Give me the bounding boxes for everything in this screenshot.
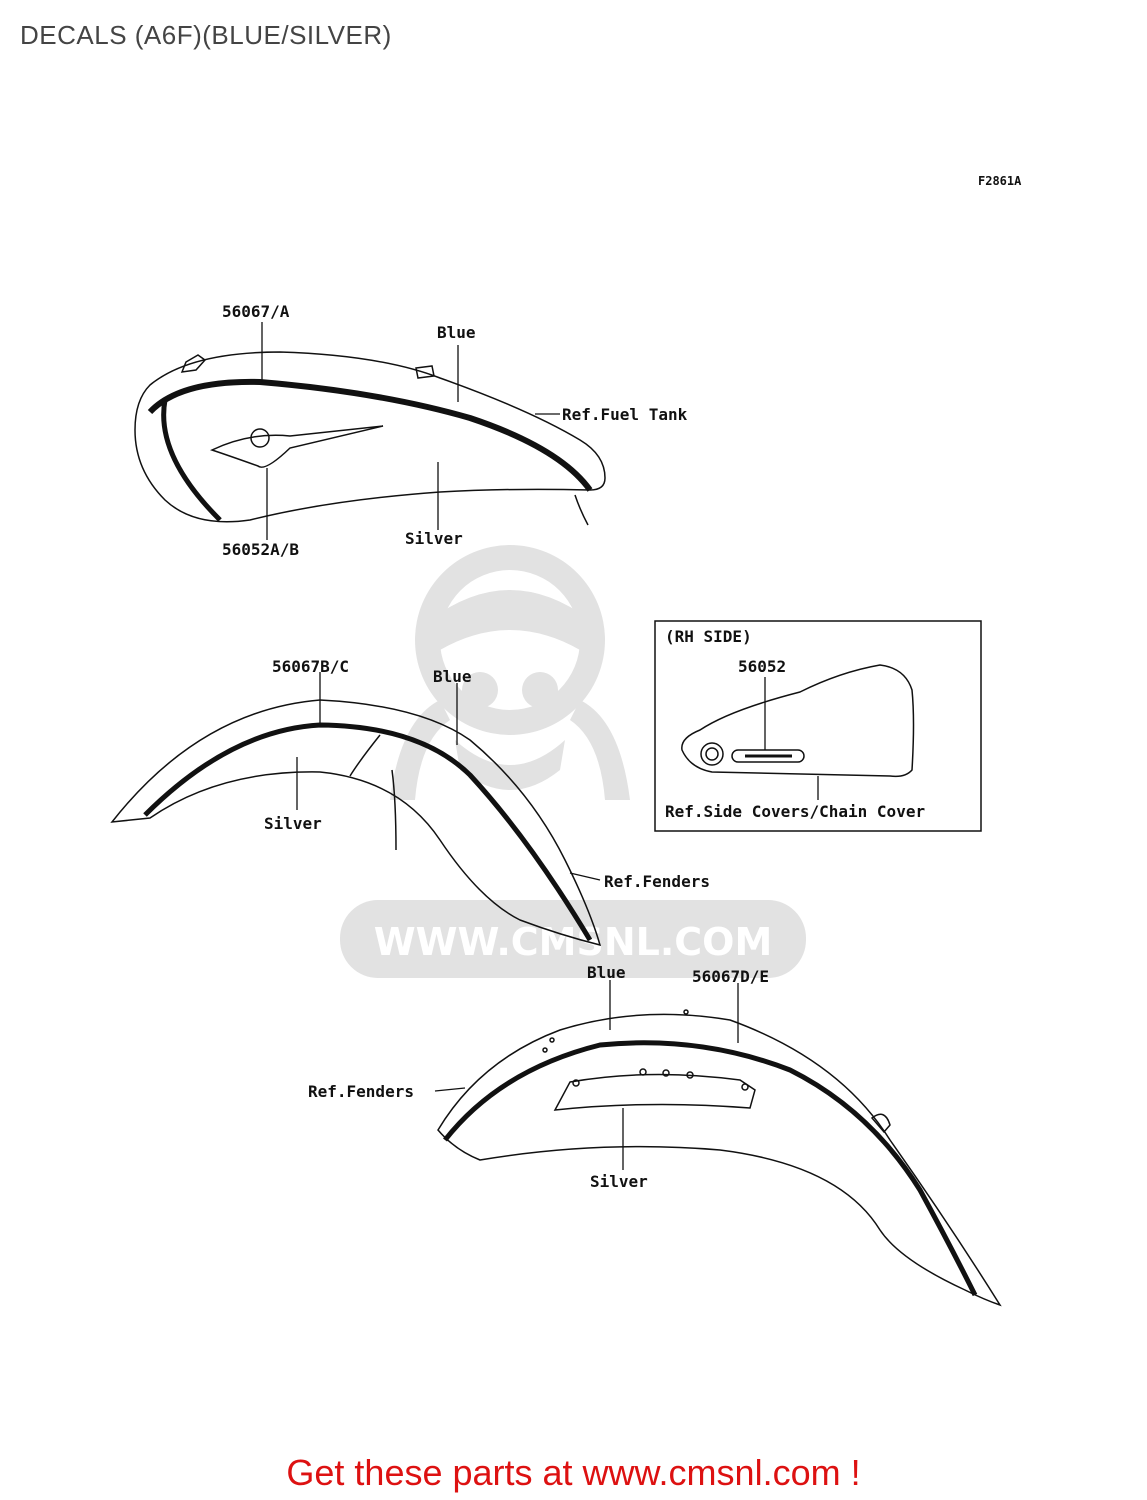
front-fender-blue-label: Blue (433, 667, 472, 686)
rear-fender-illustration (437, 1009, 1002, 1307)
side-cover-ref-label: Ref.Side Covers/Chain Cover (665, 802, 925, 821)
rear-fender-silver-label: Silver (590, 1172, 648, 1191)
side-cover-emblem-part-label[interactable]: 56052 (738, 657, 786, 676)
rear-fender-ref-label: Ref.Fenders (308, 1082, 414, 1101)
rh-side-inset (654, 620, 982, 832)
fuel-tank-stripe-part-label[interactable]: 56067/A (222, 302, 290, 321)
fuel-tank-illustration (134, 351, 606, 526)
cms-watermark (340, 545, 806, 978)
front-fender-ref-label: Ref.Fenders (604, 872, 710, 891)
rear-fender-blue-label: Blue (587, 963, 626, 982)
fuel-tank-ref-label: Ref.Fuel Tank (562, 405, 688, 424)
rear-fender-leaders (434, 980, 739, 1170)
watermark-url: WWW.CMSNL.COM (374, 920, 773, 964)
rh-side-heading: (RH SIDE) (665, 627, 752, 646)
fuel-tank-silver-label: Silver (405, 529, 463, 548)
fuel-tank-blue-label: Blue (437, 323, 476, 342)
page-title: DECALS (A6F)(BLUE/SILVER) (20, 20, 392, 50)
front-fender-stripe-part-label[interactable]: 56067B/C (272, 657, 349, 676)
footer-parts-link[interactable]: Get these parts at www.cmsnl.com ! (286, 1452, 861, 1493)
front-fender-silver-label: Silver (264, 814, 322, 833)
front-fender-illustration (110, 699, 602, 947)
rear-fender-stripe-part-label[interactable]: 56067D/E (692, 967, 769, 986)
front-fender-leaders (296, 672, 601, 881)
fuel-tank-leaders (261, 322, 560, 540)
figure-code: F2861A (978, 174, 1022, 188)
fuel-tank-emblem-part-label[interactable]: 56052A/B (222, 540, 299, 559)
